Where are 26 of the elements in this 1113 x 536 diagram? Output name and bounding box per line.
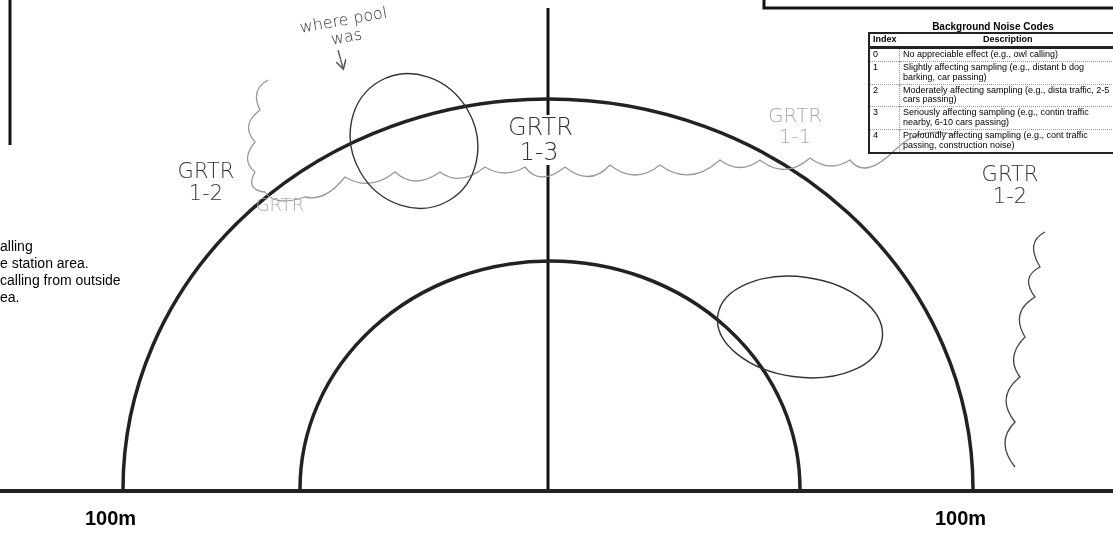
handwritten-note: where pool was <box>283 1 407 56</box>
table-cell: 0 <box>869 47 900 62</box>
handwritten-label: GRTR 1-2 <box>176 160 236 205</box>
table-cell: 4 <box>869 129 900 153</box>
handwritten-label: GRTR 1-2 <box>980 163 1040 208</box>
handwritten-label: GRTR 1-3 <box>508 115 570 166</box>
column-header: Description <box>899 33 1113 48</box>
table-title: Background Noise Codes <box>931 21 1055 32</box>
table-cell: 1 <box>869 61 900 85</box>
handwritten-label: GRTR 1-1 <box>766 105 824 147</box>
instruction-text: ea. <box>0 289 21 305</box>
table-cell: No appreciable effect (e.g., owl calling) <box>899 47 1113 62</box>
table-cell: Seriously affecting sampling (e.g., contin traffic nearby, 6-10 cars passing) <box>899 106 1113 130</box>
instruction-text: alling <box>0 238 34 254</box>
handwritten-label: GRTR <box>254 196 306 215</box>
table-cell: Moderately affecting sampling (e.g., dista traffic, 2-5 cars passing) <box>899 84 1113 107</box>
arrow <box>335 49 347 71</box>
table-cell: Slightly affecting sampling (e.g., distant b dog barking, car passing) <box>899 61 1113 85</box>
scale-label: 100m <box>85 507 138 530</box>
instruction-text: e station area. <box>0 255 90 271</box>
table-cell: 2 <box>869 84 900 107</box>
instruction-text: calling from outside <box>0 272 122 288</box>
table-cell: Profoundly affecting sampling (e.g., cont traffic passing, construction noise) <box>899 129 1113 153</box>
scale-label: 100m <box>935 507 988 530</box>
column-header: Index <box>869 33 900 48</box>
table-cell: 3 <box>869 106 900 130</box>
